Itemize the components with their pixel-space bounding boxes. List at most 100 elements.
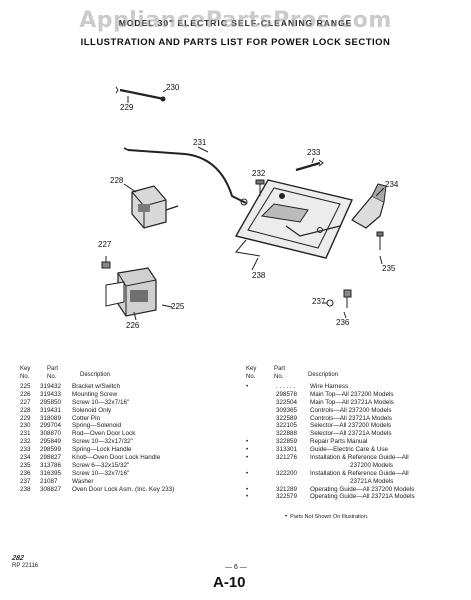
callout-235: 235 xyxy=(382,264,396,273)
leader-230 xyxy=(162,89,167,93)
part-description: 23721A Models xyxy=(350,477,394,485)
key-no: 232 xyxy=(20,438,31,446)
part-no: 21087 xyxy=(40,477,58,485)
table-row: • . . . . . . Wire Harness xyxy=(246,383,466,391)
part-no: 321276 xyxy=(276,454,298,462)
table-row: 237200 Models xyxy=(246,462,466,470)
part-description: Selector—All 237200 Models xyxy=(310,422,392,430)
key-no: 234 xyxy=(20,454,31,462)
part-no: 318089 xyxy=(40,414,62,422)
part-description: Spring—Lock Handle xyxy=(72,446,132,454)
lock-assembly-part xyxy=(234,179,353,259)
part-description: Bracket w/Switch xyxy=(72,383,120,390)
screw-227-part xyxy=(101,256,111,269)
key-label: Key xyxy=(20,366,31,372)
callout-234: 234 xyxy=(385,180,399,189)
part-description: Spring—Solenoid xyxy=(72,422,122,430)
callout-228: 228 xyxy=(110,176,124,185)
footnote: • Parts Not Shown On Illustration. xyxy=(285,514,368,520)
callout-232: 232 xyxy=(252,169,266,178)
key-no: 226 xyxy=(20,390,31,398)
right-desc-header: Description xyxy=(308,372,339,378)
part-no: 308827 xyxy=(40,485,62,493)
not-shown-mark: • xyxy=(246,485,249,493)
leader-226 xyxy=(133,311,137,321)
part-description: Operating Guide—All 237200 Models xyxy=(310,485,415,493)
page-number: — 6 — xyxy=(225,564,247,571)
part-no: 299704 xyxy=(40,422,62,430)
callout-229: 229 xyxy=(120,103,134,112)
washer-screw-part xyxy=(326,289,352,308)
model-heading: MODEL 30" ELECTRIC SELF-CLEANING RANGE xyxy=(118,18,353,28)
door-lock-rod-part xyxy=(123,147,248,206)
solenoid-spring-part xyxy=(115,86,166,102)
part-no: 322589 xyxy=(276,414,298,422)
part-description: Main Top—All 23721A Models xyxy=(310,398,394,406)
part-description: Guide—Electric Care & Use xyxy=(310,446,389,454)
print-code: 282 xyxy=(11,555,25,562)
part-description: Wire Harness xyxy=(310,383,349,390)
key-no: 227 xyxy=(20,398,31,406)
part-no: 319431 xyxy=(40,406,62,414)
part-description: Knob—Oven Door Lock Handle xyxy=(72,454,161,462)
part-no: 309365 xyxy=(276,406,298,414)
part-no: 298599 xyxy=(40,446,62,454)
leader-228 xyxy=(123,183,137,193)
part-description: Solenoid Only xyxy=(72,406,112,414)
part-no: . . . . . . xyxy=(276,383,296,390)
key-no: 233 xyxy=(20,446,31,454)
part-description: Controls—All 23721A Models xyxy=(310,414,392,422)
part-no: 295850 xyxy=(40,398,62,406)
section-title: ILLUSTRATION AND PARTS LIST FOR POWER LO… xyxy=(80,37,391,48)
part-description: Screw 6—32x15/32" xyxy=(72,461,130,469)
solenoid-part xyxy=(131,185,179,229)
callout-230: 230 xyxy=(166,83,180,92)
callout-237: 237 xyxy=(312,297,326,306)
left-desc-header: Description xyxy=(80,372,111,378)
callout-226: 226 xyxy=(126,321,140,330)
part-description: 237200 Models xyxy=(350,461,394,469)
key-no: 237 xyxy=(20,477,31,485)
key-label: Key xyxy=(246,366,257,372)
table-row: 309365 Controls—All 237200 Models xyxy=(246,407,466,415)
footnote-text: Parts Not Shown On Illustration. xyxy=(290,514,369,520)
table-row: 322589 Controls—All 23721A Models xyxy=(246,415,466,423)
part-description: Operating Guide—All 23721A Models xyxy=(310,493,415,501)
switch-bracket-part xyxy=(105,267,157,317)
part-no: 322579 xyxy=(276,493,298,501)
screw-232-part xyxy=(255,179,265,196)
part-description: Screw 10—32x17/32" xyxy=(72,438,133,446)
key-no: 235 xyxy=(20,461,31,469)
part-no: 313301 xyxy=(276,446,298,454)
part-description: Cotter Pin xyxy=(72,414,100,422)
part-description: Controls—All 237200 Models xyxy=(310,406,392,414)
leader-238 xyxy=(251,257,259,271)
table-row: 237 21087 Washer xyxy=(20,478,230,486)
not-shown-mark: • xyxy=(246,383,249,390)
part-description: Washer xyxy=(72,477,94,485)
part-no: 319433 xyxy=(40,390,62,398)
part-description: Installation & Reference Guide—All xyxy=(310,469,409,477)
key-no: 238 xyxy=(20,485,31,493)
screw-235-part xyxy=(376,231,384,250)
not-shown-mark: • xyxy=(246,493,249,501)
key-no: 231 xyxy=(20,430,31,438)
